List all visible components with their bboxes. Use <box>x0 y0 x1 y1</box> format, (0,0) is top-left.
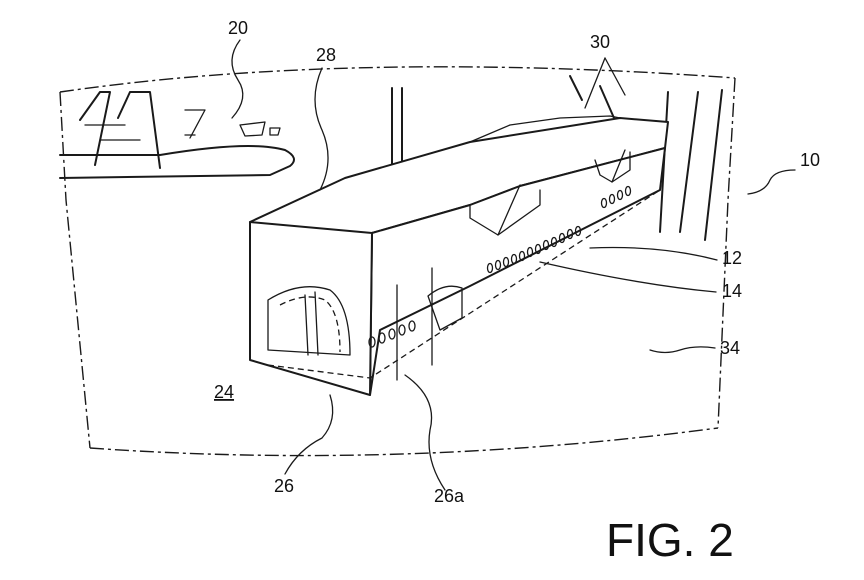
cabin-windows <box>368 185 632 348</box>
leader-lines <box>231 39 796 491</box>
label-ref-20: 20 <box>228 18 248 38</box>
hangar-outline <box>59 66 736 457</box>
label-ref-10: 10 <box>800 150 820 170</box>
label-ref-24: 24 <box>214 382 234 402</box>
cabin-module-12 <box>249 115 669 396</box>
label-ref-28: 28 <box>316 45 336 65</box>
figure-caption: FIG. 2 <box>606 514 734 566</box>
reference-labels: 20 28 30 10 12 14 34 24 26 26a FIG. 2 <box>214 18 820 566</box>
label-ref-26a: 26a <box>434 486 465 506</box>
label-ref-30: 30 <box>590 32 610 52</box>
aircraft-20 <box>59 91 295 179</box>
label-ref-12: 12 <box>722 248 742 268</box>
label-ref-26: 26 <box>274 476 294 496</box>
label-ref-34: 34 <box>720 338 740 358</box>
label-ref-14: 14 <box>722 281 742 301</box>
